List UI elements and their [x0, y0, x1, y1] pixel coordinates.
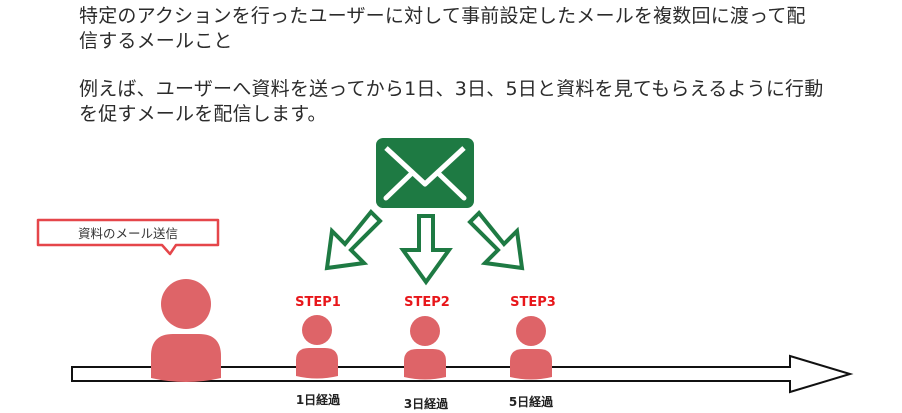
envelope-icon [376, 138, 474, 208]
callout-bubble: 資料のメール送信 [36, 218, 220, 256]
arrow-to-step2-icon [399, 214, 453, 286]
arrow-to-step3-icon [467, 210, 525, 271]
step1-label: STEP1 [295, 295, 341, 310]
step3-day-label: 5日経過 [509, 394, 554, 409]
description-paragraph-1: 特定のアクションを行ったユーザーに対して事前設定したメールを複数回に渡って配信す… [79, 5, 806, 52]
step3-label: STEP3 [510, 295, 556, 310]
person-icon [151, 279, 221, 382]
step1-day-label: 1日経過 [296, 392, 341, 407]
arrow-to-step1-icon [324, 209, 383, 271]
step1-person-icon [296, 315, 338, 379]
step2-person-icon [404, 316, 446, 380]
step2-day-label: 3日経過 [404, 396, 449, 411]
step2-label: STEP2 [404, 295, 450, 310]
description-paragraph-2: 例えば、ユーザーへ資料を送ってから1日、3日、5日と資料を見てもらえるように行動… [79, 78, 824, 125]
step3-person-icon [510, 316, 552, 380]
callout-text: 資料のメール送信 [78, 226, 178, 241]
